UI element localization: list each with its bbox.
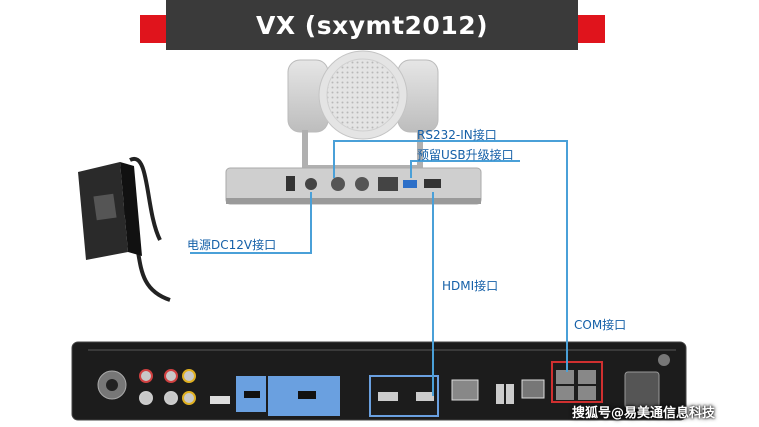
hdmi-line-v — [432, 192, 434, 396]
power-adapter — [78, 156, 171, 302]
ac-power-socket-icon — [624, 371, 660, 409]
codec-rear-panel — [71, 341, 687, 421]
camera-base — [225, 167, 482, 205]
usb-port-icon — [403, 180, 417, 188]
rs232-line-v — [333, 140, 335, 178]
header-red-bar-right — [575, 15, 605, 43]
dc-port-icon — [305, 178, 317, 190]
usb-label: 预留USB升级接口 — [417, 148, 514, 162]
power-label: 电源DC12V接口 — [187, 238, 277, 252]
usb-rear-port-icon — [210, 396, 230, 404]
page-title: VX (sxymt2012) — [166, 0, 578, 50]
hdmi-label: HDMI接口 — [442, 279, 499, 293]
rs485-port-icon — [355, 177, 369, 191]
power-switch-icon — [286, 176, 295, 191]
watermark-text: 搜狐号@易美通信息科技 — [572, 406, 716, 421]
com-line-v — [566, 140, 568, 372]
hdmi-port-icon — [424, 179, 441, 188]
rs232-line-h — [333, 140, 568, 142]
power-line-v — [310, 192, 312, 254]
header-red-bar-left — [140, 15, 170, 43]
power-line-h — [190, 252, 312, 254]
usb-line-v — [410, 160, 412, 178]
rs232-label: RS232-IN接口 — [417, 128, 497, 142]
rs232-port-icon — [331, 177, 345, 191]
usb-line-h — [410, 160, 520, 162]
com-label: COM接口 — [574, 318, 627, 332]
lan-port-icon — [378, 177, 398, 191]
camera-head — [287, 50, 439, 171]
